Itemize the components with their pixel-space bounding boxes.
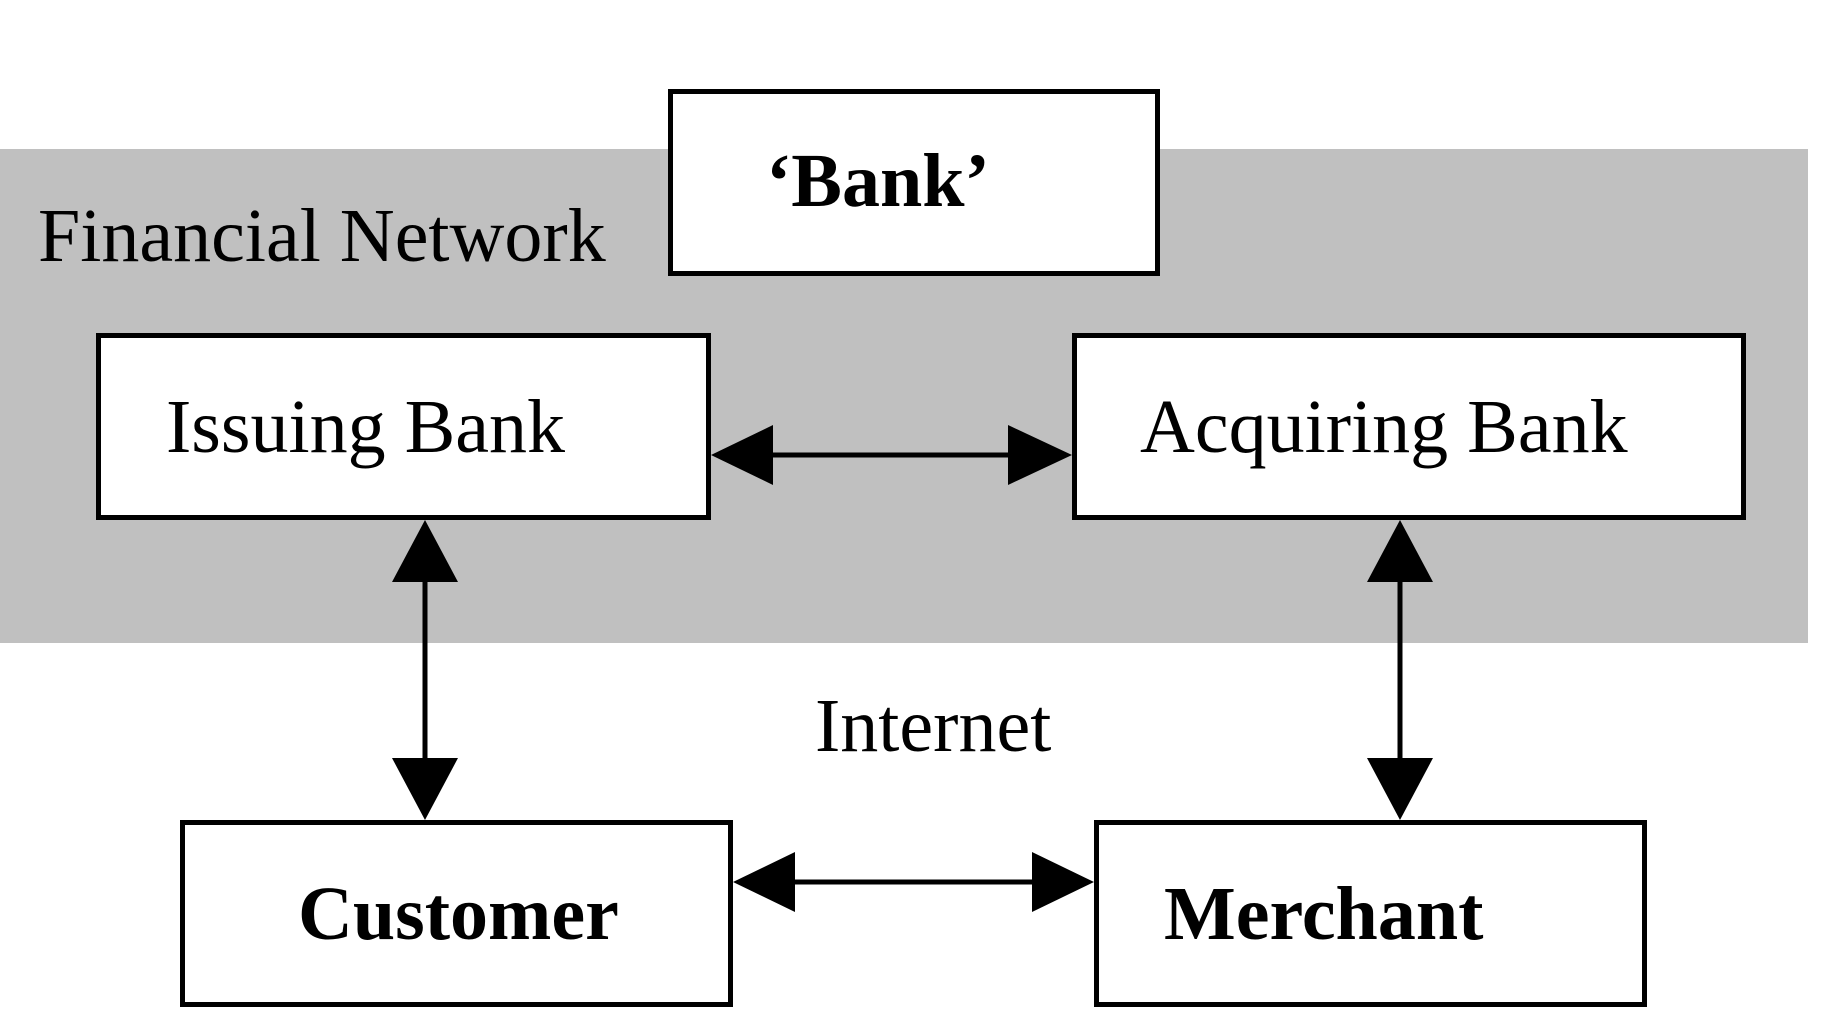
bank-node: ‘Bank’	[668, 89, 1160, 276]
edge-issuing-customer	[392, 520, 458, 820]
acquiring-bank-label: Acquiring Bank	[1140, 385, 1628, 469]
arrowhead-right	[1008, 425, 1072, 485]
issuing-bank-node: Issuing Bank	[96, 333, 711, 520]
merchant-label: Merchant	[1164, 872, 1484, 956]
arrowhead-down	[1367, 758, 1433, 820]
merchant-node: Merchant	[1094, 820, 1647, 1007]
arrowhead-up	[392, 520, 458, 582]
arrowhead-down	[392, 758, 458, 820]
arrowhead-left	[711, 425, 773, 485]
bank-label: ‘Bank’	[766, 139, 990, 223]
edge-acquiring-merchant	[1367, 520, 1433, 820]
edge-customer-merchant	[733, 852, 1094, 912]
customer-node: Customer	[180, 820, 733, 1007]
arrowhead-right	[1032, 852, 1094, 912]
customer-label: Customer	[298, 872, 619, 956]
issuing-bank-label: Issuing Bank	[166, 385, 565, 469]
arrowhead-left	[733, 852, 795, 912]
financial-network-label: Financial Network	[38, 194, 606, 278]
acquiring-bank-node: Acquiring Bank	[1072, 333, 1746, 520]
arrowhead-up	[1367, 520, 1433, 582]
edge-issuing-acquiring	[711, 425, 1072, 485]
internet-label: Internet	[815, 684, 1052, 768]
